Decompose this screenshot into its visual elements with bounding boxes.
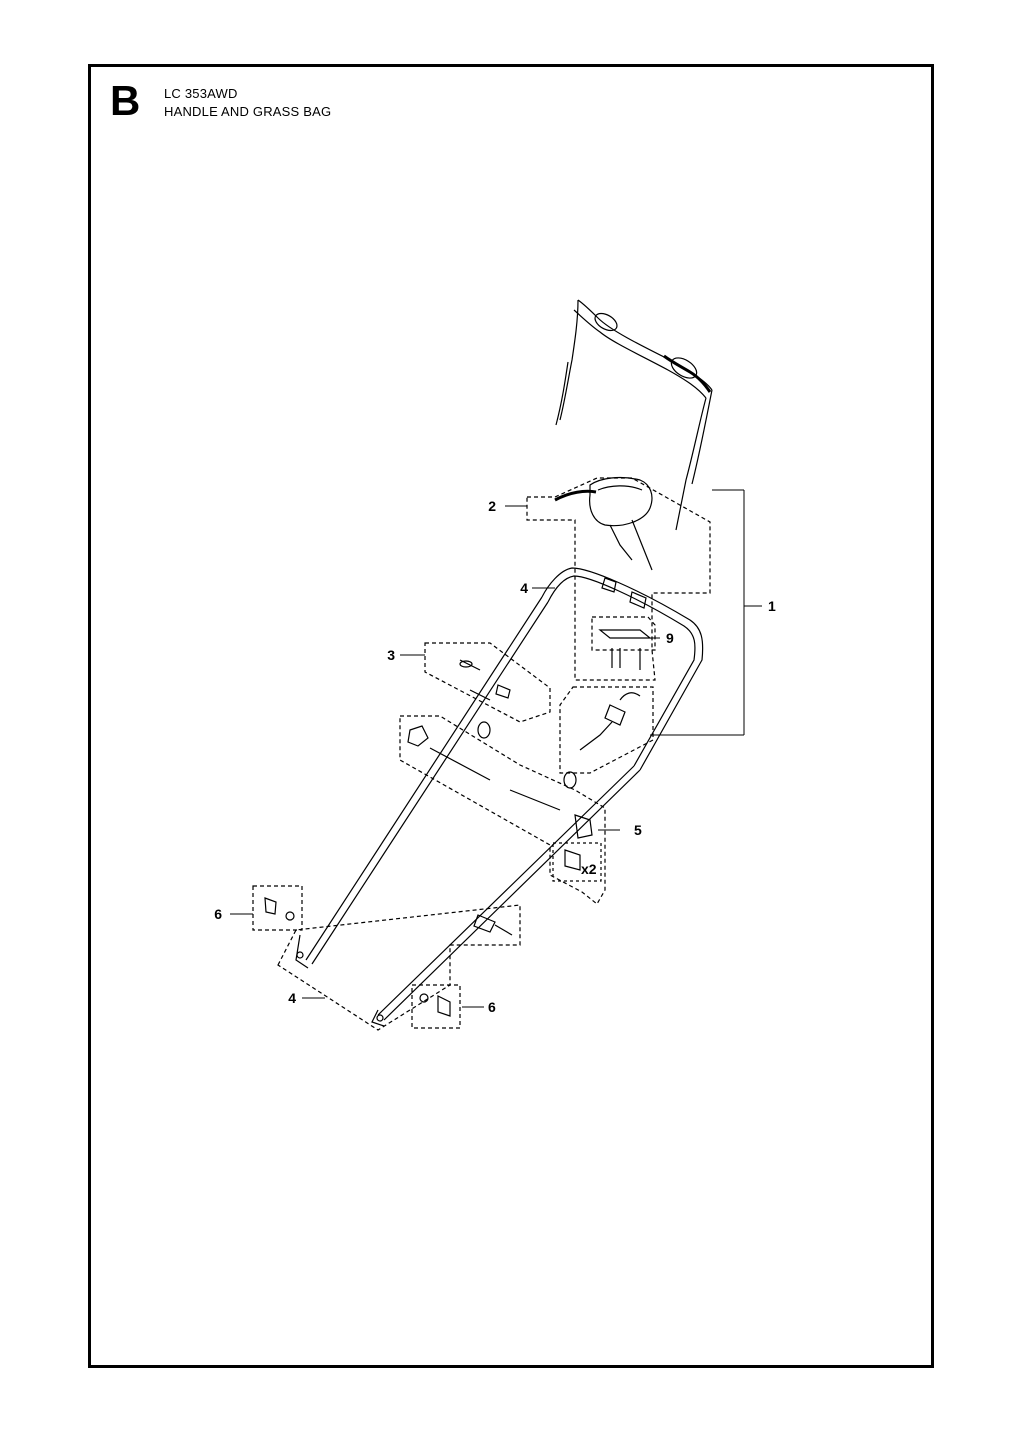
callout-2: 2	[488, 498, 496, 514]
item-6-left-knob	[264, 897, 295, 921]
item-4-hardware	[473, 914, 513, 936]
callout-9: 9	[666, 630, 674, 646]
group-5-boundary	[399, 715, 606, 905]
callout-6-left: 6	[214, 906, 222, 922]
callout-4-upper: 4	[520, 580, 528, 596]
group-6-right-boundary	[411, 984, 461, 1029]
cable-connector	[579, 692, 641, 751]
model-name: LC 353AWD	[164, 86, 238, 101]
callout-1: 1	[768, 598, 776, 614]
group-4-lower-boundary	[277, 904, 521, 1031]
callout-5: 5	[634, 822, 642, 838]
lower-handle-frame	[295, 567, 704, 1027]
page-frame	[88, 64, 934, 1368]
control-box	[554, 476, 653, 571]
item-6-right-knob	[419, 993, 451, 1017]
callout-6-right: 6	[488, 999, 496, 1015]
item-3-parts	[459, 659, 511, 701]
leader-lines	[230, 489, 762, 1008]
item-5-parts	[407, 721, 602, 882]
section-letter: B	[110, 77, 141, 124]
upper-handle	[555, 299, 713, 531]
group-2-boundary	[526, 477, 711, 681]
quantity-note: x2	[581, 861, 597, 877]
diagram-title: HANDLE AND GRASS BAG	[164, 104, 332, 119]
group-3-boundary	[424, 642, 551, 723]
group-1-lower-boundary	[559, 686, 654, 774]
callout-3: 3	[387, 647, 395, 663]
group-6-left-boundary	[252, 885, 303, 931]
group-9-boundary	[591, 616, 656, 651]
callout-4-lower: 4	[288, 990, 296, 1006]
